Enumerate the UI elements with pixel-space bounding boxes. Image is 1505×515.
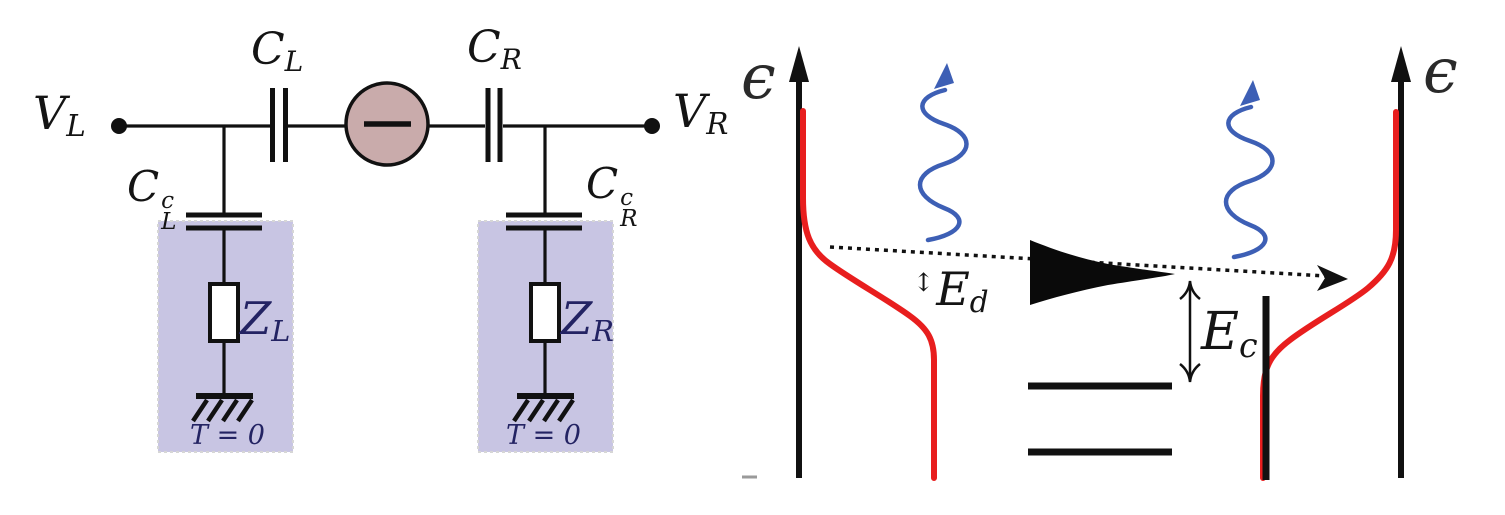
label-sub: L (271, 313, 291, 348)
island-resonance-peak (1030, 240, 1175, 305)
label-base: Z (240, 292, 272, 345)
label-capacitor-right: CR (467, 26, 522, 74)
circuit-diagram (111, 81, 660, 453)
label-base: C (127, 162, 160, 211)
label-base: V (673, 84, 707, 138)
label-base: Z (561, 292, 593, 345)
label-sub: L (161, 209, 177, 236)
label-sub: R (706, 107, 729, 142)
fermi-curve-left (800, 108, 937, 481)
label-sup: c (161, 187, 175, 214)
ground-hatch (512, 398, 530, 423)
label-charging-energy-ec: Ec (1201, 306, 1258, 362)
label-sub: L (284, 44, 304, 78)
label-sub: c (1238, 325, 1258, 365)
label-epsilon-axis-left: ϵ (741, 40, 776, 113)
photon-arrowhead-icon (1240, 80, 1260, 106)
fermi-curve-right (1260, 109, 1399, 481)
label-sup: c (620, 184, 634, 211)
label-base: E (936, 262, 970, 316)
photon-arrowhead-icon (934, 63, 954, 89)
label-sub: d (969, 285, 989, 320)
node-dot-left (111, 118, 127, 134)
ground-hatch (221, 398, 239, 423)
updown-arrow-icon: ↕ (913, 268, 935, 297)
label-voltage-left: VL (33, 90, 86, 142)
ground-hatch (236, 398, 254, 423)
impedance-zl-box (208, 282, 240, 343)
ground-hatch (542, 398, 560, 423)
photon-arrow-left (917, 63, 969, 243)
circuit-wires (123, 124, 648, 396)
label-epsilon-axis-right: ϵ (1423, 34, 1458, 107)
ec-double-arrow (1179, 280, 1201, 383)
label-temperature-left: T = 0 (190, 420, 265, 451)
energy-diagram (742, 46, 1411, 481)
node-dot-right (644, 118, 660, 134)
label-base: C (586, 159, 619, 208)
impedance-zr-box (529, 282, 561, 343)
ec-arrowhead-bottom-icon (1179, 363, 1201, 383)
label-base: C (467, 22, 501, 73)
label-impedance-right: ZR (561, 296, 614, 346)
photon-arrow-right (1223, 80, 1275, 260)
label-sub: R (620, 206, 638, 233)
energy-axis-right-arrowhead-icon (1391, 46, 1411, 82)
label-base: E (1201, 302, 1239, 362)
ground-symbol-left (191, 393, 254, 423)
photon-wave (1223, 104, 1275, 260)
capacitor-plates (186, 88, 582, 231)
label-sub: L (66, 109, 86, 144)
label-sub: R (500, 42, 522, 76)
ground-hatch (527, 398, 545, 423)
ground-hatch (557, 398, 575, 423)
label-sub: R (592, 313, 614, 348)
label-capacitor-left: CL (251, 28, 303, 76)
label-temperature-right: T = 0 (506, 420, 581, 451)
label-voltage-right: VR (673, 88, 728, 140)
ground-hatch (191, 398, 209, 423)
label-base: C (251, 24, 285, 75)
energy-axis-left-arrowhead-icon (789, 46, 809, 82)
label-impedance-left: ZL (240, 296, 290, 346)
label-detuning-ed: ↕Ed (913, 266, 989, 318)
tunneling-arrowhead-icon (1317, 265, 1348, 291)
ec-arrowhead-top-icon (1179, 280, 1201, 300)
ground-symbol-right (512, 393, 575, 423)
tunneling-dotted-arrow (829, 245, 1327, 278)
ground-hatch (206, 398, 224, 423)
label-base: V (33, 86, 67, 140)
photon-wave (917, 87, 969, 243)
